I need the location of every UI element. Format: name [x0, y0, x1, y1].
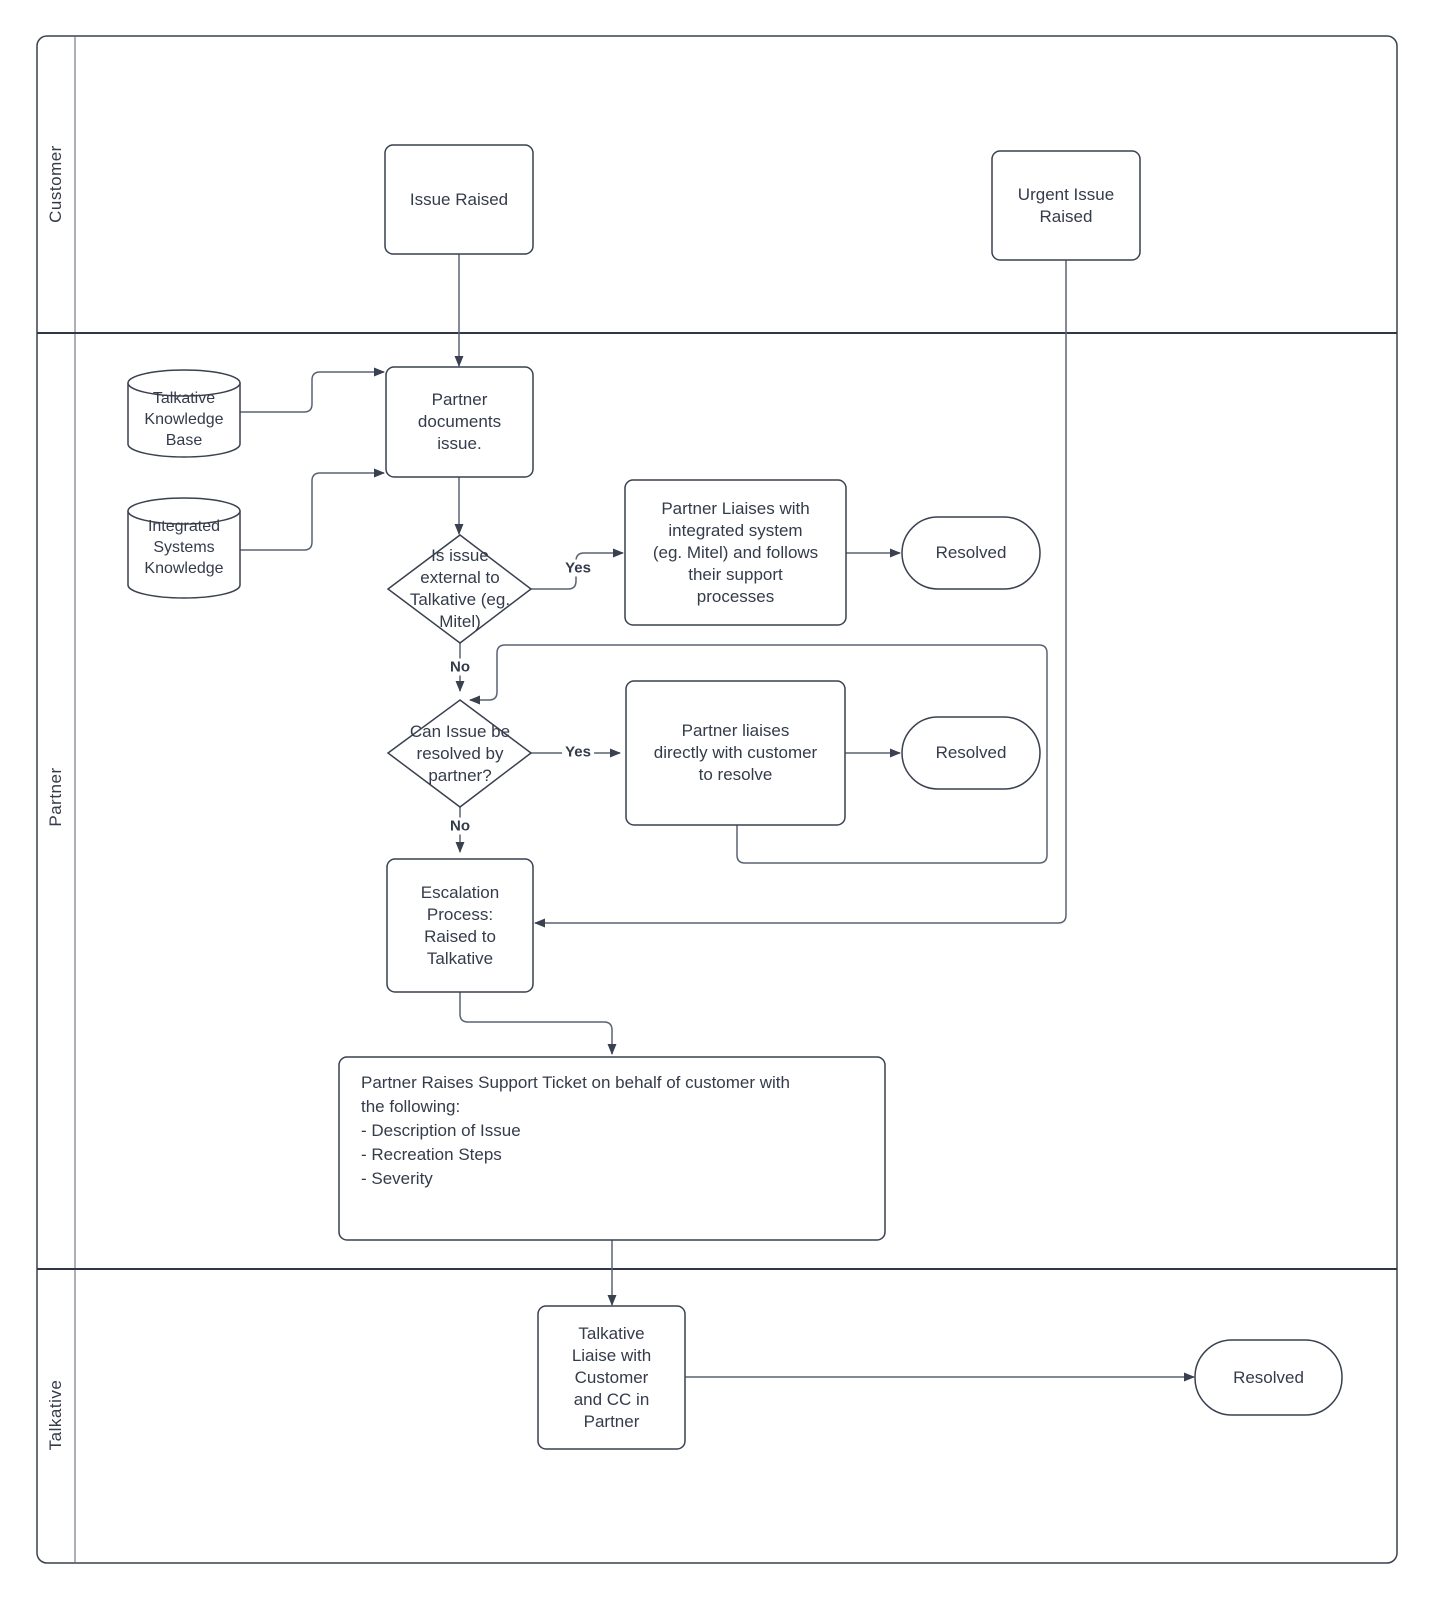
node-decision-can-issue-be-resolved[interactable]: [386, 699, 533, 808]
connector-urgent-to-escalation[interactable]: [534, 260, 1067, 928]
node-partner-documents-issue[interactable]: [385, 366, 534, 478]
connector-escalation-to-ticket[interactable]: [459, 992, 617, 1055]
node-issue-raised[interactable]: [384, 144, 534, 255]
node-resolved-1[interactable]: [901, 516, 1041, 590]
node-resolved-2[interactable]: [901, 716, 1041, 790]
node-resolved-3[interactable]: [1194, 1339, 1343, 1416]
node-partner-liaises-customer[interactable]: [625, 680, 846, 826]
connector-knowledge-base-to-documents[interactable]: [240, 367, 385, 413]
node-escalation-process[interactable]: [386, 858, 534, 993]
connector-external-yes[interactable]: [531, 548, 624, 590]
node-support-ticket[interactable]: [338, 1056, 886, 1241]
swimlane-frame: [36, 35, 1398, 1564]
node-urgent-issue-raised[interactable]: [991, 150, 1141, 261]
node-partner-liaises-integrated[interactable]: [624, 479, 847, 626]
connector-integrated-knowledge-to-documents[interactable]: [240, 468, 385, 551]
node-talkative-knowledge-base[interactable]: [127, 369, 241, 458]
node-integrated-systems-knowledge[interactable]: [127, 497, 241, 599]
connector-loop-back-to-decision[interactable]: [469, 644, 1048, 864]
node-decision-is-issue-external[interactable]: [386, 534, 533, 644]
node-talkative-liaise[interactable]: [537, 1305, 686, 1450]
